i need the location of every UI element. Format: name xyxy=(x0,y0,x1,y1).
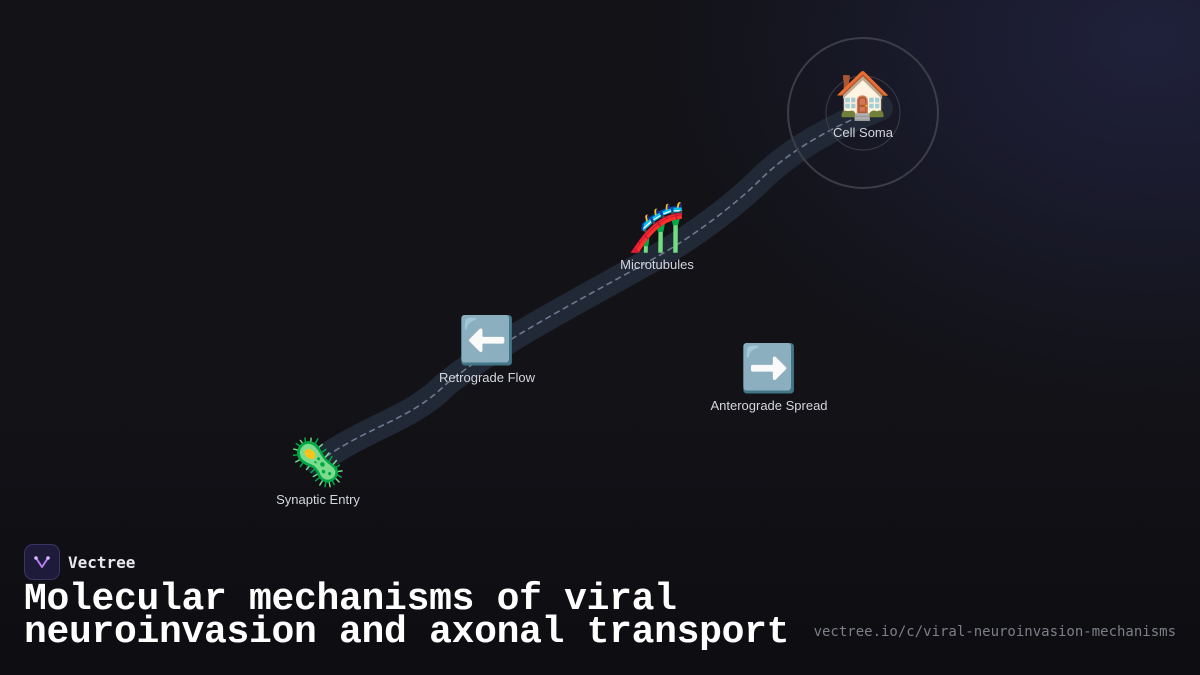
node-synaptic-entry[interactable]: 🦠 Synaptic Entry xyxy=(276,434,360,507)
node-cell-soma[interactable]: 🏠 Cell Soma xyxy=(833,67,893,140)
node-label: Cell Soma xyxy=(833,125,893,140)
node-anterograde-spread[interactable]: ➡️ Anterograde Spread xyxy=(710,340,827,413)
cell-soma-inner-ring xyxy=(825,75,901,151)
roller-coaster-icon: 🎢 xyxy=(628,200,686,254)
cell-soma-outer-ring xyxy=(787,37,939,189)
left-arrow-icon: ⬅️ xyxy=(458,313,516,367)
microbe-icon: 🦠 xyxy=(289,435,347,489)
source-url[interactable]: vectree.io/c/viral-neuroinvasion-mechani… xyxy=(813,624,1176,640)
node-label: Anterograde Spread xyxy=(710,398,828,413)
node-label: Synaptic Entry xyxy=(276,492,360,507)
brand-name: Vectree xyxy=(68,552,136,572)
node-label: Microtubules xyxy=(620,257,694,272)
node-microtubules[interactable]: 🎢 Microtubules xyxy=(620,199,694,272)
node-retrograde-flow[interactable]: ⬅️ Retrograde Flow xyxy=(439,312,535,385)
page-title: Molecular mechanisms of viral neuroinvas… xyxy=(24,578,790,654)
vectree-logo-icon xyxy=(24,544,60,580)
right-arrow-icon: ➡️ xyxy=(740,341,798,395)
house-icon: 🏠 xyxy=(834,68,892,122)
node-label: Retrograde Flow xyxy=(438,370,536,385)
brand[interactable]: Vectree xyxy=(24,544,135,580)
transport-path-band xyxy=(305,95,893,475)
